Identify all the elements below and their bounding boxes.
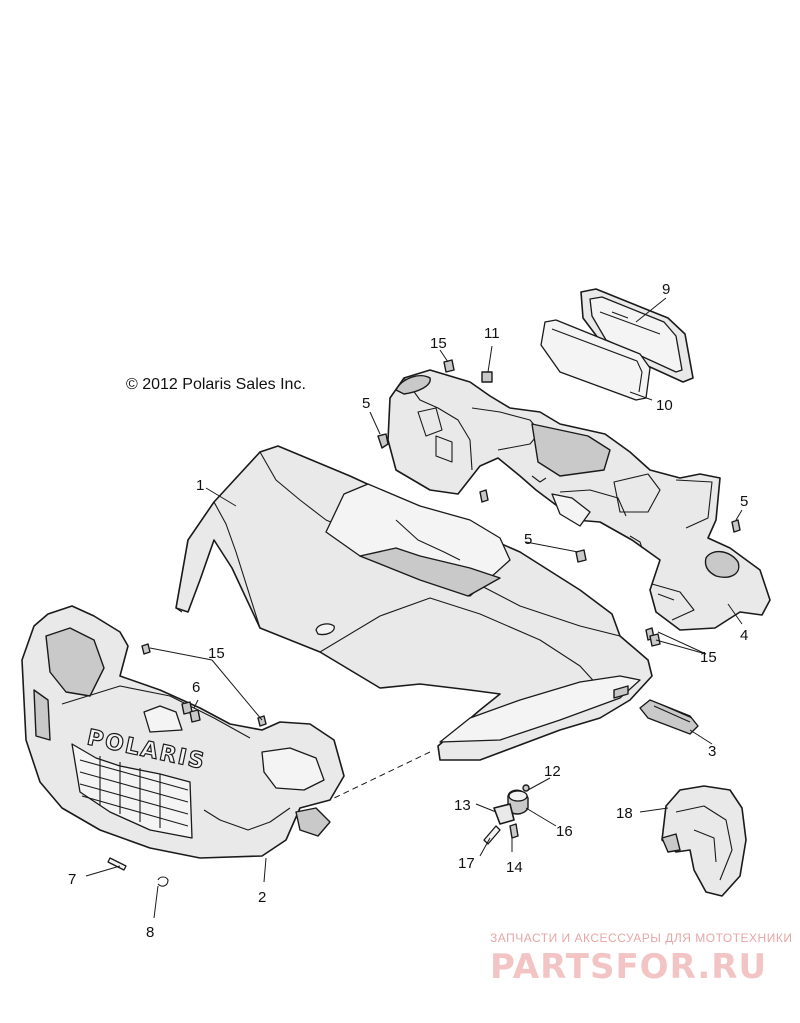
fastener-5-b	[479, 489, 489, 503]
callout-5-c: 5	[740, 493, 748, 510]
callout-14: 14	[506, 859, 523, 876]
callout-15-c: 15	[700, 649, 717, 666]
fastener-6	[181, 701, 201, 723]
part-8-clip	[157, 876, 169, 887]
callout-15-a: 15	[430, 335, 447, 352]
callout-8: 8	[146, 924, 154, 941]
leader-lines	[85, 297, 743, 919]
fastener-15-b	[141, 643, 267, 727]
fastener-5-c	[575, 549, 587, 563]
part-17-pin	[483, 825, 501, 845]
callout-2: 2	[258, 889, 266, 906]
part-9-bezel	[580, 288, 694, 383]
callout-5-b: 5	[524, 531, 532, 548]
fastener-5-d	[731, 519, 741, 533]
callout-18: 18	[616, 805, 633, 822]
part-1-hood	[175, 445, 653, 761]
part-3-handle	[639, 699, 699, 735]
callout-17: 17	[458, 855, 475, 872]
callout-3: 3	[708, 743, 716, 760]
part-4-dash-panel	[387, 369, 771, 631]
callout-1: 1	[196, 477, 204, 494]
callout-16: 16	[556, 823, 573, 840]
callout-11: 11	[484, 325, 500, 342]
copyright-text: © 2012 Polaris Sales Inc.	[126, 376, 306, 393]
callout-10: 10	[656, 397, 673, 414]
watermark-brand: PARTSFOR.RU	[490, 947, 767, 987]
callout-5-a: 5	[362, 395, 370, 412]
callout-13: 13	[454, 797, 471, 814]
callout-7: 7	[68, 871, 76, 888]
callout-4: 4	[740, 627, 748, 644]
part-14-clip	[509, 823, 519, 839]
part-13-bracket	[493, 803, 515, 825]
watermark-tagline: ЗАПЧАСТИ И АКСЕССУАРЫ ДЛЯ МОТОТЕХНИКИ	[490, 931, 792, 945]
part-7-pin	[107, 857, 127, 871]
part-2-front-fascia	[21, 605, 345, 859]
fastener-15-c	[645, 627, 661, 647]
fastener-15-a	[443, 359, 455, 373]
callout-9: 9	[662, 281, 670, 298]
part-16-bushing	[507, 789, 529, 815]
part-18-cover	[661, 785, 747, 897]
fastener-11-nut	[481, 371, 493, 383]
callout-15-b: 15	[208, 645, 225, 662]
callout-6: 6	[192, 679, 200, 696]
callout-12: 12	[544, 763, 561, 780]
fastener-5-a	[377, 433, 389, 449]
part-12-fastener	[522, 784, 530, 792]
